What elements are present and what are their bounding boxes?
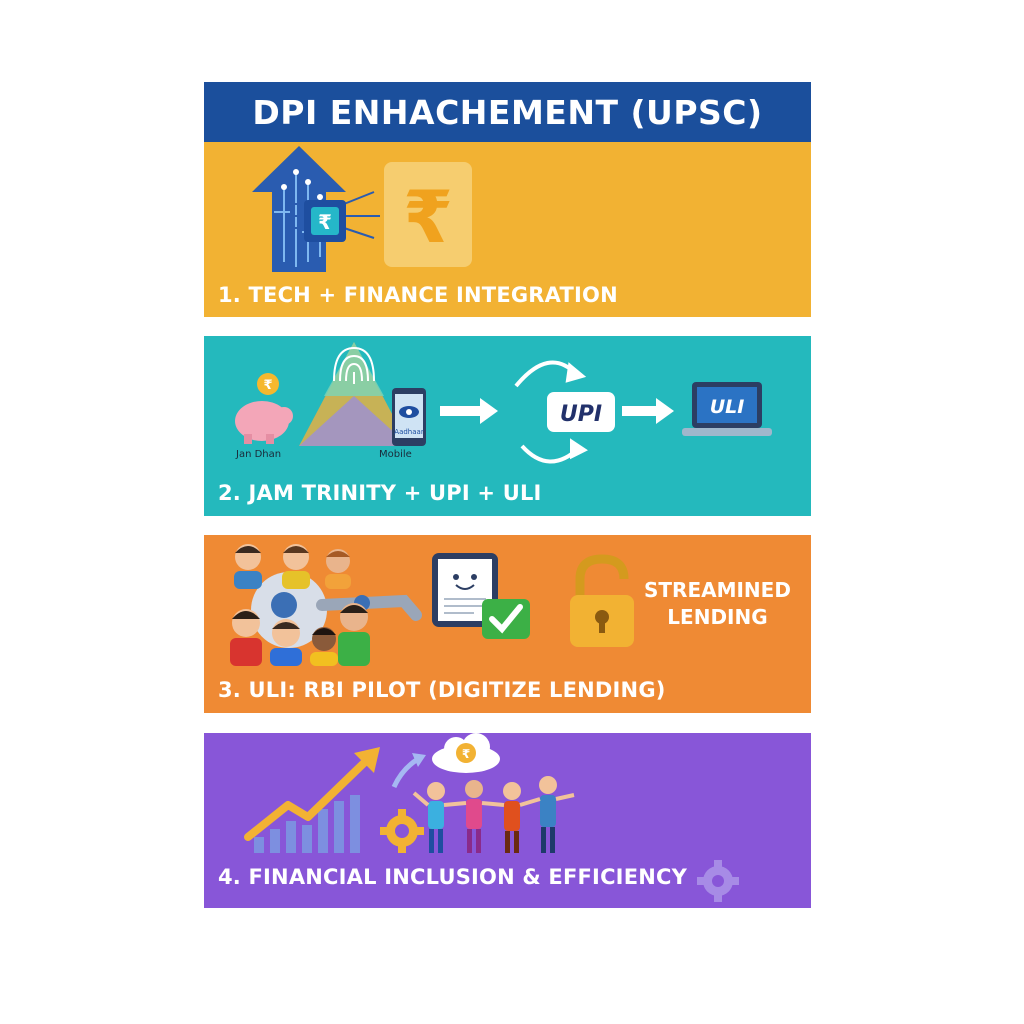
rupee-icon: ₹	[384, 162, 472, 267]
rupee-chip-icon: ₹	[288, 191, 380, 242]
cloud-rupee-icon: ₹	[432, 733, 500, 773]
panel-financial-inclusion: ₹ 4. FINANCIAL INCLUSION & EFFICIENCY	[204, 733, 811, 908]
arrow-right-icon	[622, 398, 674, 424]
upi-label: UPI	[560, 402, 602, 427]
people-group-icon	[230, 544, 370, 666]
panel-3-illustration	[230, 544, 634, 666]
panel-jam-upi-uli: ₹ Jan Dhan Aadhaar Mobile UPI	[204, 336, 811, 516]
laptop-icon: ULI	[682, 382, 772, 436]
panel-1-caption: 1. TECH + FINANCE INTEGRATION	[218, 283, 618, 307]
phone-eye-icon: Aadhaar	[392, 388, 426, 446]
jam-triangle	[299, 342, 409, 446]
robot-arm-icon	[251, 572, 422, 648]
upi-badge: UPI	[547, 392, 615, 432]
label-aadhaar: Aadhaar	[394, 428, 424, 436]
svg-text:₹: ₹	[462, 747, 470, 761]
label-jan-dhan: Jan Dhan	[235, 449, 281, 460]
arrow-right-icon	[440, 398, 498, 424]
streamlined-lending-text: STREAMINED LENDING	[644, 577, 791, 631]
panel-2-illustration: ₹ Jan Dhan Aadhaar Mobile UPI	[235, 342, 772, 464]
people-holding-hands-icon	[412, 776, 575, 853]
panel-2-caption: 2. JAM TRINITY + UPI + ULI	[218, 481, 542, 505]
label-mobile: Mobile	[379, 449, 412, 460]
svg-text:₹: ₹	[403, 175, 453, 259]
panel-1-illustration: ₹ ₹	[252, 146, 472, 272]
svg-text:₹: ₹	[318, 210, 332, 234]
panel-4-illustration: ₹	[244, 733, 739, 902]
piggy-bank-icon: ₹	[235, 373, 293, 444]
panel-tech-finance: ₹ ₹ 1. TECH + FINANCE INTEGRATION	[204, 142, 811, 317]
page-title: DPI ENHACHEMENT (UPSC)	[252, 92, 763, 132]
title-bar: DPI ENHACHEMENT (UPSC)	[204, 82, 811, 142]
panel-3-caption: 3. ULI: RBI PILOT (DIGITIZE LENDING)	[218, 678, 666, 702]
uli-label: ULI	[710, 396, 745, 418]
svg-text:₹: ₹	[263, 378, 272, 393]
streamed-line-1: STREAMINED	[644, 578, 791, 602]
panel-uli-rbi-pilot: STREAMINED LENDING 3. ULI: RBI PILOT (DI…	[204, 535, 811, 713]
fingerprint-icon	[333, 346, 375, 384]
padlock-open-icon	[570, 554, 634, 647]
streamed-line-2: LENDING	[667, 605, 768, 629]
cycle-arrows-icon	[514, 360, 588, 464]
gear-icon	[380, 809, 424, 853]
growth-chart-icon	[244, 747, 426, 853]
check-icon	[482, 599, 530, 639]
gear-icon	[697, 860, 739, 902]
panel-4-caption: 4. FINANCIAL INCLUSION & EFFICIENCY	[218, 865, 688, 889]
